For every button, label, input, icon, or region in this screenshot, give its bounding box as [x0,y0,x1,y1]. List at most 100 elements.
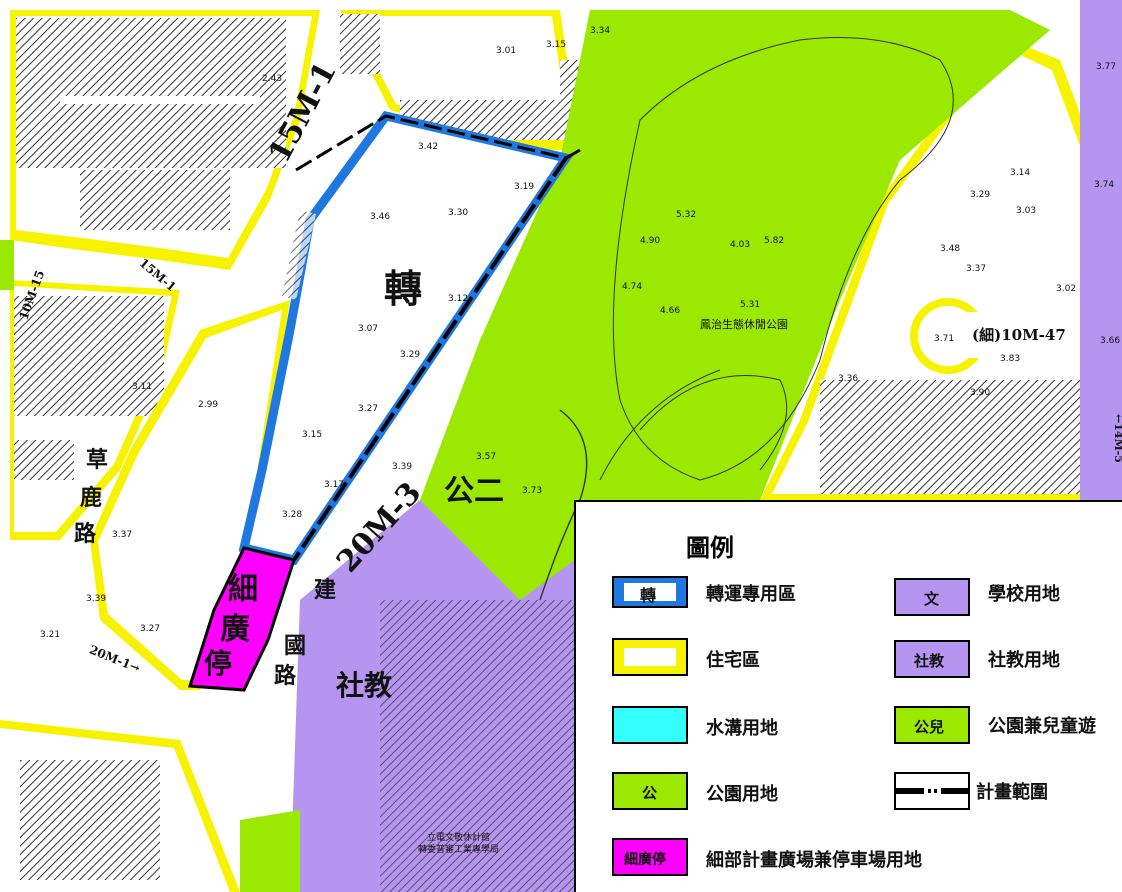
elevation-label: 4.90 [640,236,661,246]
elevation-label: 2.99 [198,400,219,410]
road-char-road: 路 [74,521,97,547]
elevation-label: 3.42 [418,142,439,152]
museum-label: 立電文敬休計館 轉委普審工業專學局 [418,833,500,855]
elevation-label: 3.57 [476,452,497,462]
legend-swatch-park-playground-text: 公兒 [914,718,945,736]
legend-swatch-ditch [612,706,688,744]
elevation-label: 3.12 [448,294,469,304]
legend-swatch-plaza-text: 細廣停 [624,852,666,868]
elevation-label: 3.37 [966,264,987,274]
road-label-10m-47: (細)10M-47 [972,326,1066,344]
legend-swatch-social-edu: 社教 [894,640,970,678]
elevation-label: 3.30 [448,208,469,218]
elevation-label: 3.90 [970,388,991,398]
elevation-label: 3.73 [522,486,543,496]
elevation-label: 3.19 [514,182,535,192]
legend-swatch-transit: 轉 [612,576,688,608]
residential-block-north-west [10,10,320,270]
residential-block-north [340,10,590,150]
road-char-lu: 鹿 [80,485,103,511]
elevation-label: 3.28 [282,510,303,520]
legend-swatch-residential [612,638,688,676]
drain-strip [0,240,14,290]
elevation-label: 3.39 [392,462,413,472]
elevation-label: 3.77 [1096,62,1117,72]
elevation-label: 5.82 [764,236,785,246]
plaza-parking-zone [187,546,296,692]
elevation-label: 3.15 [302,430,323,440]
elevation-label: 3.02 [1056,284,1077,294]
elevation-label: 3.66 [1100,336,1121,346]
plaza-char-3: 停 [204,647,233,680]
elevation-label: 3.29 [970,190,991,200]
legend-title: 圖例 [686,533,734,562]
elevation-label: 3.36 [838,374,859,384]
social-education-label: 社教 [336,669,393,702]
park-zone-south [240,810,300,892]
elevation-label: 4.66 [660,306,681,316]
elevation-label: 3.39 [86,594,107,604]
residential-block-south-west [0,720,240,892]
elevation-label: 3.27 [358,404,379,414]
elevation-label: 3.17 [324,480,345,490]
legend-swatch-school: 文 [894,578,970,616]
elevation-label: 3.11 [132,382,153,392]
park-zone [420,10,1050,601]
legend-label-residential: 住宅區 [706,650,760,671]
legend-label-ditch: 水溝用地 [706,718,778,739]
residential-block-east [760,40,1090,500]
elevation-label: 5.32 [676,210,697,220]
plaza-char-2: 廣 [220,612,250,647]
legend-label-social-edu: 社教用地 [988,650,1060,671]
legend-label-school: 學校用地 [988,584,1060,605]
legend-panel: 圖例 轉 轉運專用區 住宅區 水溝用地 公 公園用地 細廣停 細部計畫廣場兼停車… [574,500,1122,892]
road-char-guo: 國 [284,633,307,659]
residential-block-west [10,280,180,540]
legend-swatch-plan-boundary [894,772,970,810]
elevation-label: 2.43 [262,74,283,84]
elevation-label: 3.29 [400,350,421,360]
road-char-road-2: 路 [274,663,297,689]
legend-label-park: 公園用地 [706,784,778,805]
road-char-cao: 草 [86,447,109,473]
elevation-label: 3.34 [590,26,611,36]
elevation-label: 4.03 [730,240,751,250]
transit-zone-label: 轉 [384,266,423,311]
elevation-label: 3.14 [1010,168,1031,178]
residential-block-central-west [90,300,290,690]
elevation-label: 3.71 [934,334,955,344]
legend-swatch-social-edu-text: 社教 [914,652,945,670]
elevation-label: 3.74 [1094,180,1115,190]
legend-swatch-park-text: 公 [642,784,658,802]
road-label-14m-5: ←14M-5 [1111,414,1122,463]
legend-label-park-playground: 公園兼兒童遊 [988,716,1096,737]
elevation-label: 3.46 [370,212,391,222]
elevation-label: 3.03 [1016,206,1037,216]
elevation-label: 3.48 [940,244,961,254]
elevation-label: 3.01 [496,46,517,56]
elevation-label: 4.74 [622,282,643,292]
legend-label-plan-boundary: 計畫範圍 [976,782,1048,803]
elevation-label: 3.21 [40,630,61,640]
legend-swatch-park: 公 [612,772,688,810]
road-char-jian: 建 [314,577,337,603]
elevation-label: 5.31 [740,300,761,310]
legend-swatch-school-text: 文 [924,590,940,608]
legend-swatch-park-playground: 公兒 [894,706,970,744]
legend-label-transit: 轉運專用區 [706,584,796,605]
elevation-label: 3.27 [140,624,161,634]
elevation-label: 3.37 [112,530,133,540]
plaza-char-1: 細 [228,572,258,607]
legend-swatch-plaza: 細廣停 [612,838,688,876]
school-zone-east [1080,0,1122,500]
social-education-zone [290,500,575,892]
elevation-label: 3.07 [358,324,379,334]
park-name-label: 鳳治生態休閒公園 [700,318,788,331]
elevation-label: 3.83 [1000,354,1021,364]
legend-swatch-transit-text: 轉 [640,586,657,605]
legend-label-plaza: 細部計畫廣場兼停車場用地 [706,850,922,871]
park-zone-label: 公二 [444,474,504,509]
elevation-label: 3.15 [546,40,567,50]
